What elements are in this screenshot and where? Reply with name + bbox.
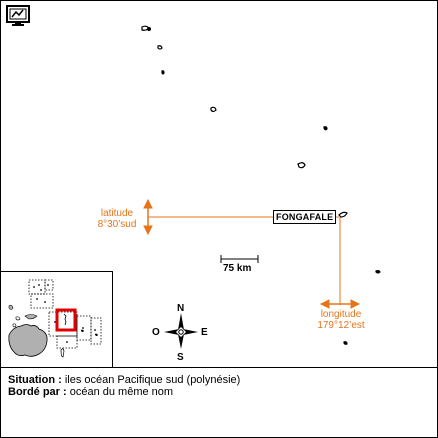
longitude-arrow bbox=[319, 299, 361, 309]
scale-label: 75 km bbox=[223, 263, 252, 274]
map-monitor-icon[interactable] bbox=[6, 5, 32, 27]
compass-rose bbox=[164, 313, 198, 349]
island-niutao bbox=[147, 27, 152, 32]
compass-south: S bbox=[177, 352, 184, 363]
map-area: latitude 8°30’sud longitude 179°12’est F… bbox=[1, 1, 437, 367]
islands-layer bbox=[141, 25, 381, 345]
latitude-annotation: latitude 8°30’sud bbox=[95, 208, 139, 230]
scale-bar bbox=[220, 255, 259, 263]
border-value: océan du même nom bbox=[66, 386, 174, 398]
border-label: Bordé par : bbox=[8, 386, 67, 398]
inset-australia bbox=[8, 324, 48, 357]
latitude-value: 8°30’sud bbox=[97, 219, 137, 230]
inset-highlight-box bbox=[55, 308, 77, 332]
latitude-arrow bbox=[143, 198, 153, 236]
locator-inset bbox=[1, 271, 113, 367]
situation-value: iles océan Pacifique sud (polynésie) bbox=[61, 374, 241, 386]
situation-line: Situation : iles océan Pacifique sud (po… bbox=[8, 374, 240, 386]
longitude-value: 179°12’est bbox=[317, 320, 365, 331]
compass-north: N bbox=[177, 303, 185, 314]
situation-label: Situation : bbox=[8, 374, 62, 386]
island-funafuti bbox=[338, 211, 348, 218]
longitude-annotation: longitude 179°12’est bbox=[313, 309, 369, 331]
island-vaitupu bbox=[323, 126, 328, 131]
island-niulakita bbox=[343, 341, 348, 345]
longitude-label: longitude bbox=[320, 309, 362, 320]
border-line: Bordé par : océan du même nom bbox=[8, 386, 173, 398]
inset-map bbox=[8, 279, 102, 358]
latitude-label: latitude bbox=[100, 208, 134, 219]
info-panel: Situation : iles océan Pacifique sud (po… bbox=[1, 367, 437, 438]
coordinate-lines bbox=[143, 198, 361, 349]
island-nukulaelae bbox=[375, 270, 381, 274]
compass-east: E bbox=[201, 327, 208, 338]
capital-label[interactable]: FONGAFALE bbox=[273, 210, 337, 224]
compass-west: O bbox=[152, 327, 160, 338]
island-nanumanga bbox=[157, 45, 163, 50]
island-nukufetau bbox=[297, 162, 306, 169]
island-nui bbox=[210, 106, 217, 113]
island-niulakita-n bbox=[161, 70, 165, 75]
